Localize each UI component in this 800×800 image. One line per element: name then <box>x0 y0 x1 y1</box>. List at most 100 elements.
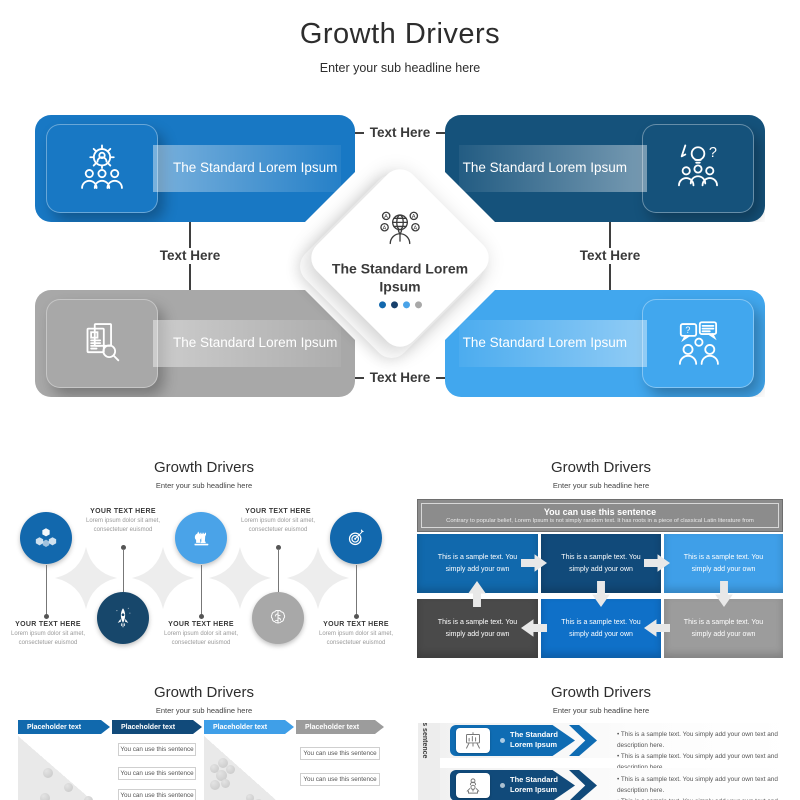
page-subtitle: Enter your sub headline here <box>319 61 481 75</box>
bubble <box>84 796 93 800</box>
arrow-item-bullets: This is a sample text. You simply add yo… <box>617 775 793 800</box>
connector-shape <box>132 547 194 609</box>
timeline-step-2 <box>97 592 149 644</box>
connector-label-bottom: Text Here <box>369 370 431 385</box>
matrix-header-heading: You can use this sentence <box>543 507 657 517</box>
timeline-label: YOUR TEXT HERE Lorem ipsum dolor sit ame… <box>79 508 167 534</box>
placeholder-banner-1: Placeholder text <box>18 720 110 734</box>
arrow-item-label: The Standard Lorem Ipsum <box>510 730 558 749</box>
list-item-text: You can use this sentence <box>303 750 377 757</box>
timeline-label-body: Lorem ipsum dolor sit amet, consectetuer… <box>85 518 161 533</box>
timeline-label-body: Lorem ipsum dolor sit amet, consectetuer… <box>163 631 239 646</box>
thumb-subtitle: Enter your sub headline here <box>155 481 253 490</box>
bullet-text: This is a sample text. You simply add yo… <box>617 752 793 774</box>
pagination-dots <box>378 301 422 309</box>
banner-label: Placeholder text <box>27 723 82 731</box>
thumbnail-columns-slide[interactable]: Growth Drivers Enter your sub headline h… <box>8 680 400 800</box>
column-graphic <box>18 736 110 800</box>
card-label-band: The Standard Lorem Ipsum <box>459 320 647 367</box>
timeline-label-heading: YOUR TEXT HERE <box>245 508 311 515</box>
thumb-title: Growth Drivers <box>550 459 651 476</box>
timeline-label-body: Lorem ipsum dolor sit amet, consectetuer… <box>240 518 316 533</box>
thumb-title: Growth Drivers <box>153 459 254 476</box>
blocks-icon <box>35 528 57 547</box>
card-label-band: The Standard Lorem Ipsum <box>459 145 647 192</box>
thumb-subtitle: Enter your sub headline here <box>552 481 650 490</box>
timeline-step-1 <box>20 512 72 564</box>
dot <box>414 301 422 309</box>
arrow-item-label: The Standard Lorem Ipsum <box>510 775 558 794</box>
connector-line <box>189 222 191 248</box>
research-icon <box>46 299 158 388</box>
timeline-stem-dot <box>354 614 359 619</box>
timeline-stem-dot <box>199 614 204 619</box>
list-item-text: You can use this sentence <box>120 792 194 799</box>
svg-text:A: A <box>383 225 387 231</box>
matrix-header-inner: You can use this sentence Contrary to po… <box>421 503 779 528</box>
thumbnail-matrix-slide[interactable]: Growth Drivers Enter your sub headline h… <box>405 455 797 673</box>
timeline-label: YOUR TEXT HERE Lorem ipsum dolor sit ame… <box>4 621 92 647</box>
bubble <box>221 779 230 788</box>
matrix-box-text: This is a sample text. You simply add yo… <box>561 554 641 573</box>
discussion-icon: ? <box>642 299 754 388</box>
timeline-stem <box>201 565 202 615</box>
connector-line <box>609 222 611 248</box>
card-bottom-right[interactable]: ? The Standard Lorem Ipsum <box>445 290 765 397</box>
svg-text:?: ? <box>685 325 690 335</box>
bubble <box>246 794 254 800</box>
column-graphic <box>204 736 294 800</box>
bullet-text: This is a sample text. You simply add yo… <box>617 775 793 797</box>
rocket-icon <box>116 607 131 628</box>
timeline-label-body: Lorem ipsum dolor sit amet, consectetuer… <box>318 631 394 646</box>
connector-label-top: Text Here <box>369 125 431 140</box>
banner-label: Placeholder text <box>213 723 268 731</box>
connector-line <box>609 264 611 290</box>
connector-line <box>189 264 191 290</box>
org-people-icon <box>456 773 490 798</box>
global-person-icon: A A A A <box>380 211 420 245</box>
banner-label: Placeholder text <box>121 723 176 731</box>
idea-team-icon: ? <box>642 124 754 213</box>
card-bottom-left[interactable]: The Standard Lorem Ipsum <box>35 290 355 397</box>
side-label-band: You can use this sentence <box>418 723 440 800</box>
connector-line <box>346 377 364 379</box>
thumb-subtitle: Enter your sub headline here <box>552 706 650 715</box>
connector-shape <box>209 547 271 609</box>
matrix-box-text: This is a sample text. You simply add yo… <box>683 554 764 573</box>
main-slide-preview[interactable]: Growth Drivers Enter your sub headline h… <box>0 0 800 450</box>
connector-line <box>346 132 364 134</box>
center-diamond-label: The Standard Lorem Ipsum <box>331 260 469 295</box>
timeline-stem <box>123 549 124 592</box>
bubble <box>43 768 53 778</box>
list-item: You can use this sentence <box>118 789 196 800</box>
bullet-dot <box>500 783 505 788</box>
card-label: The Standard Lorem Ipsum <box>462 160 627 176</box>
list-item-text: You can use this sentence <box>120 746 194 753</box>
matrix-box-4: This is a sample text. You simply add yo… <box>417 599 538 658</box>
thumbnail-timeline-slide[interactable]: Growth Drivers Enter your sub headline h… <box>8 455 400 673</box>
dot <box>378 301 386 309</box>
thumb-title: Growth Drivers <box>550 684 651 701</box>
matrix-box-text: This is a sample text. You simply add yo… <box>683 619 764 638</box>
bullet-text: This is a sample text. You simply add yo… <box>617 730 793 752</box>
timeline-label-heading: YOUR TEXT HERE <box>15 621 81 628</box>
bubble <box>226 765 235 774</box>
side-label: You can use this sentence <box>421 723 428 758</box>
thumbnail-arrow-list-slide[interactable]: Growth Drivers Enter your sub headline h… <box>405 680 797 800</box>
connector-shape <box>287 547 349 609</box>
placeholder-banner-4: Placeholder text <box>296 720 384 734</box>
placeholder-banner-2: Placeholder text <box>112 720 202 734</box>
card-top-right[interactable]: ? The Standard Lorem Ipsum <box>445 115 765 222</box>
bubble <box>218 758 228 768</box>
timeline-stem <box>278 549 279 592</box>
card-top-left[interactable]: The Standard Lorem Ipsum <box>35 115 355 222</box>
list-item-text: You can use this sentence <box>303 776 377 783</box>
triangle-shape <box>204 736 294 800</box>
dot <box>390 301 398 309</box>
timeline-step-3 <box>175 512 227 564</box>
card-label: The Standard Lorem Ipsum <box>462 335 627 351</box>
center-diamond-content: A A A A The Standard Lorem Ipsum <box>310 207 490 309</box>
list-item: You can use this sentence <box>118 767 196 780</box>
thumb-subtitle: Enter your sub headline here <box>155 706 253 715</box>
